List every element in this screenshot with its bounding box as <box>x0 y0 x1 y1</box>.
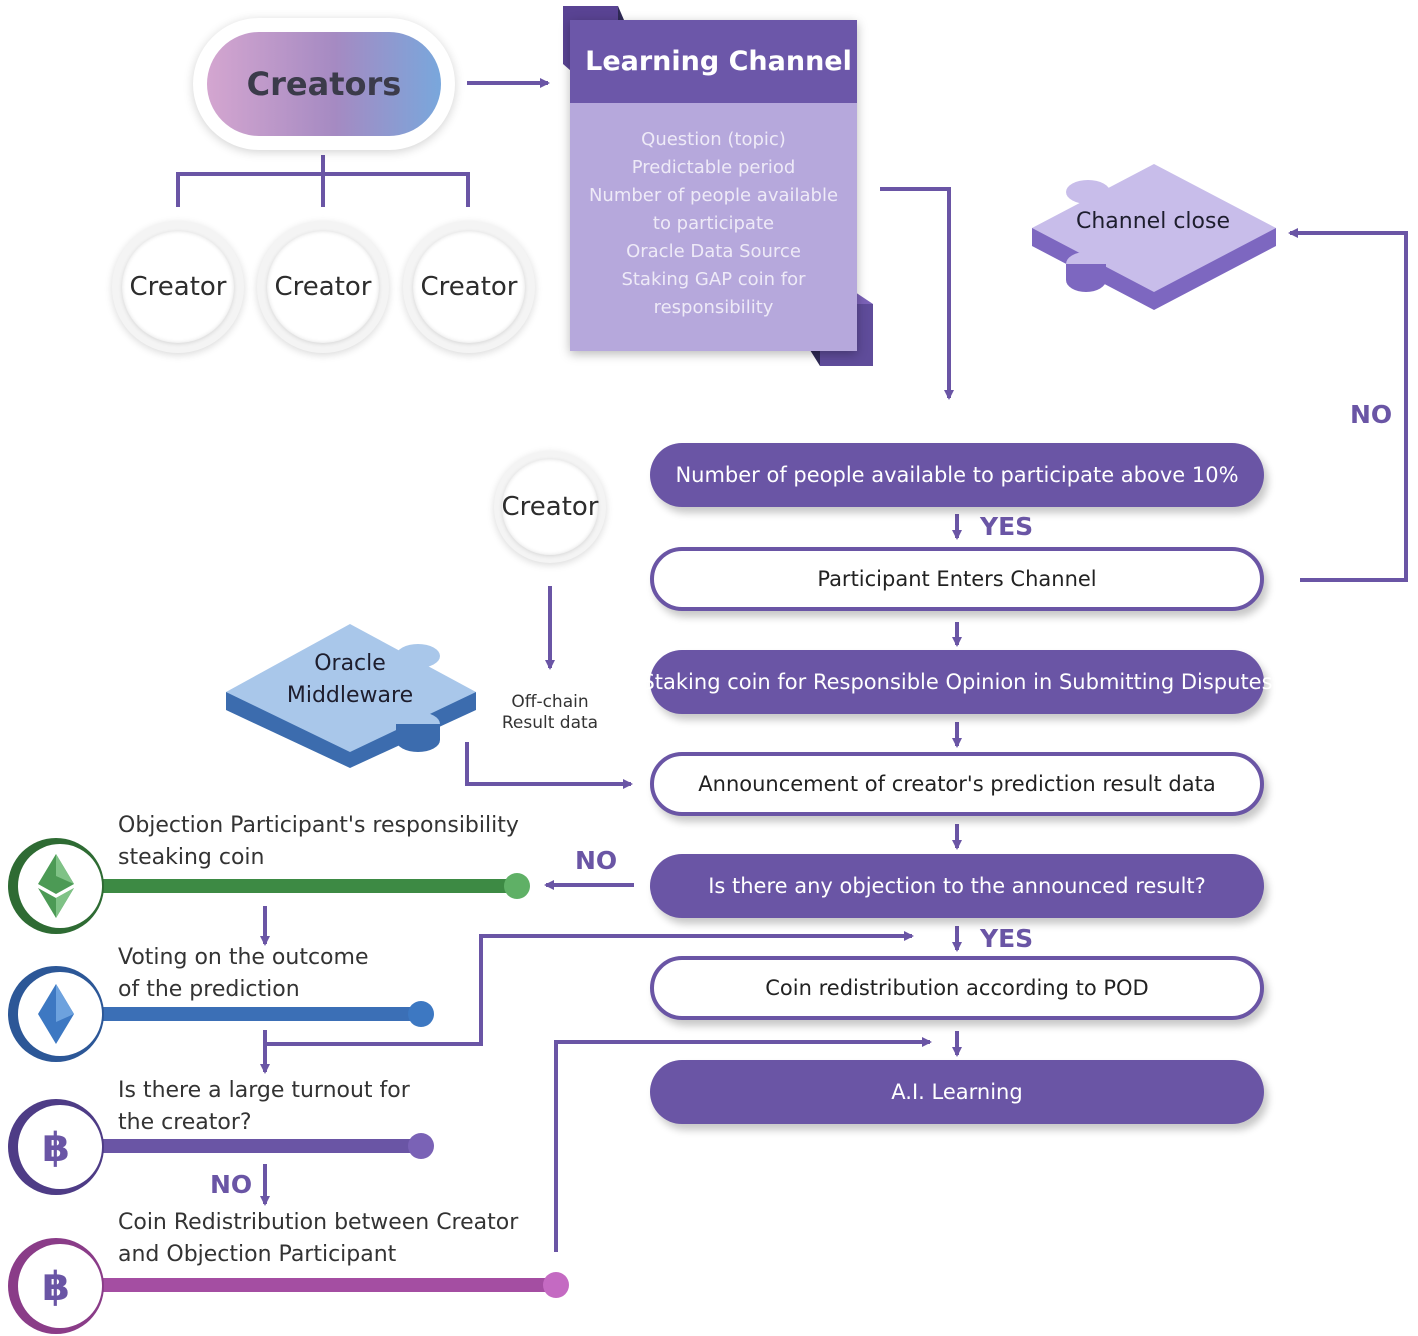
learning-channel-item: to participate <box>652 213 775 234</box>
creator-circle-label: Creator <box>413 231 525 343</box>
objection-step-text-4: Coin Redistribution between Creator and … <box>118 1207 518 1271</box>
creator-circle-2: Creator <box>257 221 389 353</box>
arrow-oracle-to-announcement <box>465 742 633 789</box>
objection-step-line: the creator? <box>118 1110 252 1135</box>
learning-channel-item: Predictable period <box>631 157 796 178</box>
objection-step-line: of the prediction <box>118 977 300 1002</box>
objection-step-line: and Objection Participant <box>118 1242 397 1267</box>
bitcoin-icon: ฿ <box>8 1099 104 1195</box>
objection-step-line: steaking coin <box>118 845 265 870</box>
channel-close-puzzle-icon <box>1032 164 1276 310</box>
offchain-line2: Result data <box>501 713 599 733</box>
learning-channel-item: Number of people available <box>588 185 839 206</box>
objection-step-line: Coin Redistribution between Creator <box>118 1210 519 1235</box>
objection-step-bar-3 <box>100 1139 426 1153</box>
arrow-channel-to-flow <box>880 187 954 400</box>
creator-circle-label: Creator <box>267 231 379 343</box>
objection-step-text-2: Voting on the outcome of the prediction <box>118 942 369 1006</box>
svg-text:฿: ฿ <box>42 1125 70 1171</box>
oracle-middleware-line1: Oracle <box>314 651 386 676</box>
step-ai-learning: A.I. Learning <box>650 1060 1264 1124</box>
oracle-middleware-label: Oracle Middleware <box>250 648 450 712</box>
step-participant-enters: Participant Enters Channel <box>650 547 1264 611</box>
yes-label-2: YES <box>980 924 1034 953</box>
objection-step-dot-1 <box>504 873 530 899</box>
oracle-middleware-line2: Middleware <box>286 683 414 708</box>
creator-circle-1: Creator <box>112 221 244 353</box>
creators-tree-line <box>176 155 470 207</box>
learning-channel-title: Learning Channel <box>570 20 857 103</box>
objection-step-text-1: Objection Participant's responsibility s… <box>118 810 519 874</box>
creator-circle-label: Creator <box>502 459 599 555</box>
learning-channel-item: Oracle Data Source <box>626 241 801 262</box>
ethereum-icon <box>8 966 104 1062</box>
creators-pill: Creators <box>207 32 441 136</box>
step-participation-check: Number of people available to participat… <box>650 443 1264 507</box>
objection-step-dot-4 <box>543 1272 569 1298</box>
objection-step-line: Objection Participant's responsibility <box>118 813 519 838</box>
creator-circle-label: Creator <box>122 231 234 343</box>
no-label-channel: NO <box>1350 400 1393 429</box>
creator-circle-3: Creator <box>403 221 535 353</box>
objection-step-bar-1 <box>100 879 516 893</box>
learning-channel-item: Question (topic) <box>641 129 786 150</box>
objection-step-line: Voting on the outcome <box>118 945 369 970</box>
objection-step-bar-4 <box>100 1278 560 1292</box>
ethereum-icon <box>8 838 104 934</box>
offchain-note: Off-chain Result data <box>490 692 610 734</box>
learning-channel-items: Question (topic) Predictable period Numb… <box>570 126 857 322</box>
no-label-turnout: NO <box>210 1170 253 1199</box>
oracle-middleware-puzzle-icon <box>226 624 476 768</box>
step-staking-coin: Staking coin for Responsible Opinion in … <box>641 650 1273 714</box>
learning-channel-item: Staking GAP coin for <box>621 269 806 290</box>
no-label-objection: NO <box>575 846 618 875</box>
objection-step-bar-2 <box>100 1007 426 1021</box>
step-objection-check: Is there any objection to the announced … <box>650 854 1264 918</box>
creator-circle-oracle: Creator <box>494 451 606 563</box>
objection-step-line: Is there a large turnout for <box>118 1078 410 1103</box>
objection-step-text-3: Is there a large turnout for the creator… <box>118 1075 410 1139</box>
objection-step-dot-3 <box>408 1133 434 1159</box>
step-announcement: Announcement of creator's prediction res… <box>650 752 1264 816</box>
bitcoin-icon: ฿ <box>8 1238 104 1334</box>
learning-channel-item: responsibility <box>653 297 774 318</box>
objection-step-dot-2 <box>408 1001 434 1027</box>
step-coin-redistribution: Coin redistribution according to POD <box>650 956 1264 1020</box>
svg-text:฿: ฿ <box>42 1264 70 1310</box>
offchain-line1: Off-chain <box>511 692 589 712</box>
yes-label-1: YES <box>980 512 1034 541</box>
channel-close-label: Channel close <box>1076 209 1230 234</box>
